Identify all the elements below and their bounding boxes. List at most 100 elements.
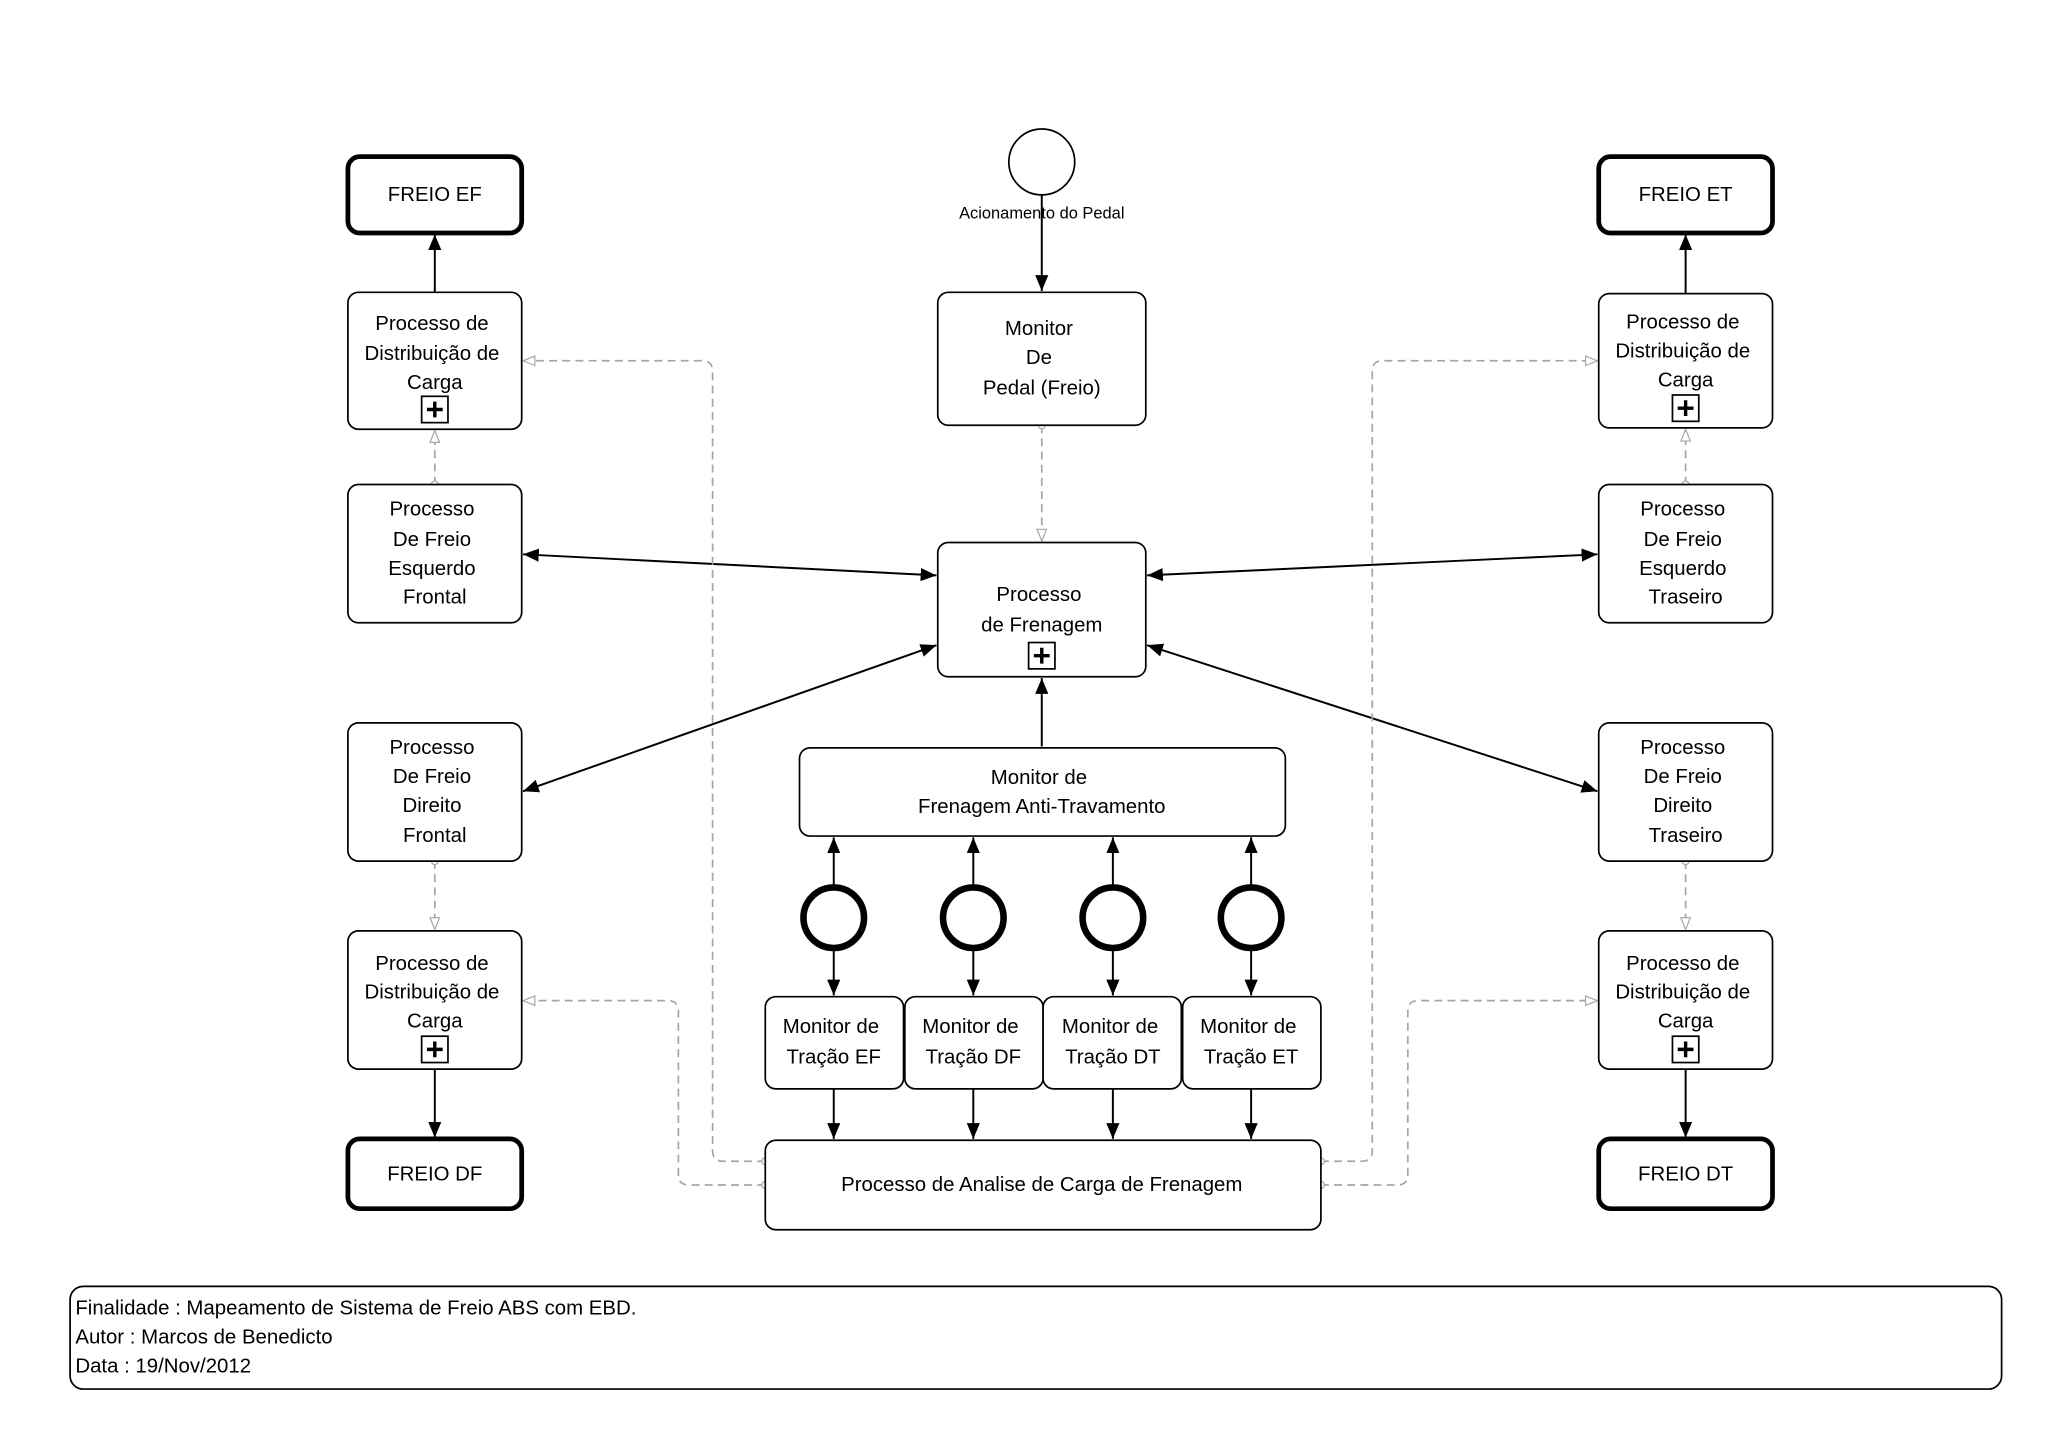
connectors: [428, 194, 1693, 1185]
label-line: Traseiro: [1649, 825, 1723, 847]
label-line: Processo: [389, 737, 474, 759]
label-line: Carga: [407, 372, 463, 394]
end-event-label: FREIO ET: [1639, 184, 1733, 206]
task-label: Monitor de Tração ET: [1200, 1016, 1302, 1068]
end-event-box: [1596, 154, 1775, 236]
end-event-label: FREIO DT: [1638, 1163, 1733, 1185]
subprocess-distribuicao-et: Processo de Distribuição de Carga: [1597, 292, 1774, 429]
label-line: Direito: [403, 795, 462, 817]
label-line: Tração DT: [1065, 1046, 1161, 1068]
intermediate-event-et: [1217, 884, 1285, 952]
label-line: De Freio: [1644, 766, 1722, 788]
task-box: [1181, 995, 1322, 1090]
label-line: Processo: [1640, 737, 1725, 759]
label-line: Carga: [407, 1011, 463, 1033]
label-line: Frenagem Anti-Travamento: [918, 796, 1165, 818]
label-line: Distribuição de: [365, 343, 500, 365]
task-label: Processo De Freio Direito Frontal: [389, 737, 480, 847]
label-line: Processo de: [1626, 953, 1739, 975]
task-freio-esquerdo-frontal: Processo De Freio Esquerdo Frontal: [347, 483, 523, 624]
label-line: Tração EF: [787, 1046, 881, 1068]
task-box: [903, 995, 1044, 1090]
label-line: Frontal: [403, 587, 466, 609]
label-line: Pedal (Freio): [983, 377, 1101, 399]
label-line: de Frenagem: [981, 614, 1102, 636]
task-label: Processo de Analise de Carga de Frenagem: [841, 1174, 1242, 1196]
intermediate-event-df: [939, 884, 1007, 952]
label-line: Traseiro: [1649, 587, 1723, 609]
task-box: [936, 291, 1147, 427]
subprocess-box: [1597, 292, 1774, 429]
task-processo-analise: Processo de Analise de Carga de Frenagem: [764, 1139, 1322, 1231]
label-line: Carga: [1658, 1011, 1714, 1033]
subprocess-distribuicao-df: Processo de Distribuição de Carga: [347, 930, 523, 1070]
task-monitor-anti-travamento: Monitor de Frenagem Anti-Travamento: [798, 747, 1287, 837]
association-analise-to-distribuicao-df: [523, 1001, 765, 1185]
task-box: [1597, 721, 1774, 862]
label-line: Processo de: [375, 313, 488, 335]
task-monitor-tracao-dt: Monitor de Tração DT: [1042, 995, 1183, 1090]
task-freio-direito-frontal: Processo De Freio Direito Frontal: [347, 721, 523, 862]
intermediate-event-dt: [1079, 884, 1147, 952]
subprocess-label: Processo de Distribuição de Carga: [1615, 312, 1756, 392]
start-event-circle: [1008, 128, 1076, 196]
subprocess-distribuicao-dt: Processo de Distribuição de Carga: [1597, 930, 1774, 1070]
end-event-freio-et: FREIO ET: [1596, 154, 1775, 236]
task-monitor-tracao-ef: Monitor de Tração EF: [764, 995, 905, 1090]
label-line: Monitor de: [1200, 1016, 1296, 1038]
task-label: Monitor De Pedal (Freio): [983, 318, 1101, 399]
end-event-label: FREIO EF: [388, 184, 482, 206]
end-event-box: [1596, 1136, 1775, 1212]
subprocess-label: Processo de Distribuição de Carga: [365, 953, 506, 1033]
label-line: Processo: [996, 584, 1081, 606]
label-line: Distribuição de: [1615, 982, 1750, 1004]
task-label: Processo De Freio Esquerdo Traseiro: [1639, 499, 1732, 609]
start-event-label: Acionamento do Pedal: [959, 204, 1124, 222]
task-box: [347, 483, 523, 624]
label-line: Frontal: [403, 825, 466, 847]
subprocess-box: [347, 930, 523, 1070]
task-label: Monitor de Tração DT: [1062, 1016, 1164, 1068]
task-monitor-pedal: Monitor De Pedal (Freio): [936, 291, 1147, 427]
association-analise-to-distribuicao-et: [1321, 361, 1597, 1162]
task-box: [764, 995, 905, 1090]
label-line: Monitor de: [922, 1016, 1018, 1038]
label-line: Processo de: [375, 953, 488, 975]
subprocess-label: Processo de Distribuição de Carga: [365, 313, 506, 394]
end-event-box: [345, 1136, 525, 1212]
footer-author: Autor : Marcos de Benedicto: [75, 1327, 332, 1349]
label-line: Monitor de: [1062, 1016, 1158, 1038]
label-line: De: [1026, 347, 1052, 369]
task-monitor-tracao-et: Monitor de Tração ET: [1181, 995, 1322, 1090]
task-label: Monitor de Tração EF: [783, 1016, 885, 1068]
task-freio-direito-traseiro: Processo De Freio Direito Traseiro: [1597, 721, 1774, 862]
label-line: Tração DF: [926, 1046, 1022, 1068]
label-line: Monitor: [1005, 318, 1073, 340]
plus-icon: [1027, 641, 1056, 670]
start-event-acionamento: Acionamento do Pedal: [959, 128, 1124, 222]
subprocess-box: [936, 541, 1147, 678]
footer-box: [69, 1285, 2003, 1390]
label-line: Monitor de: [991, 767, 1087, 789]
label-line: Distribuição de: [365, 982, 500, 1004]
task-label: Processo De Freio Esquerdo Frontal: [388, 499, 481, 609]
plus-icon: [1671, 394, 1700, 423]
footer-purpose: Finalidade : Mapeamento de Sistema de Fr…: [75, 1298, 636, 1320]
label-line: Esquerdo: [1639, 558, 1726, 580]
subprocess-label: Processo de Distribuição de Carga: [1615, 953, 1756, 1033]
task-label: Processo De Freio Direito Traseiro: [1640, 737, 1731, 847]
association-analise-to-distribuicao-ef: [523, 361, 765, 1162]
plus-icon: [420, 1035, 449, 1064]
intermediate-event-ef: [800, 884, 868, 952]
label-line: Monitor de: [783, 1016, 879, 1038]
task-label: Monitor de Frenagem Anti-Travamento: [918, 767, 1165, 818]
subprocess-box: [1597, 930, 1774, 1070]
task-box: [1597, 483, 1774, 624]
plus-icon: [420, 395, 449, 424]
task-freio-esquerdo-traseiro: Processo De Freio Esquerdo Traseiro: [1597, 483, 1774, 624]
label-line: Processo: [389, 499, 474, 521]
footer-info-box: Finalidade : Mapeamento de Sistema de Fr…: [69, 1285, 2003, 1390]
end-event-freio-df: FREIO DF: [345, 1136, 525, 1212]
end-event-box: [345, 154, 525, 236]
